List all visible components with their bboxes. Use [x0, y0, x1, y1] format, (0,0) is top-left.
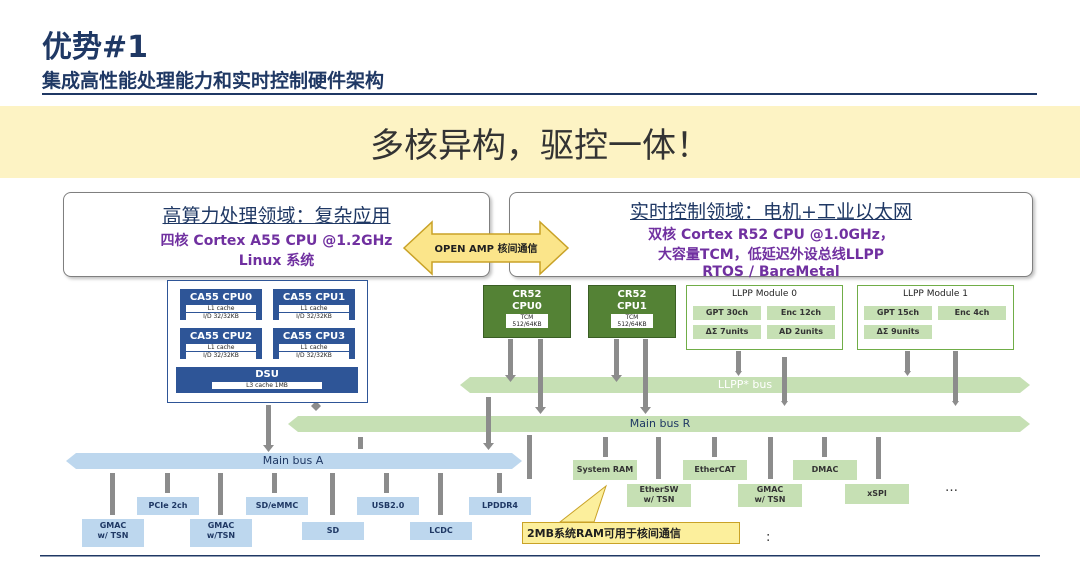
main-bus-a-shape	[66, 453, 522, 469]
hp-domain-heading: 高算力处理领域：复杂应用	[162, 205, 391, 227]
rt-domain-cpu: 双核 Cortex R52 CPU @1.0GHz，	[648, 227, 894, 243]
periph-gmac-a0: GMAC w/ TSN	[82, 519, 144, 547]
a55-cpu0: CA55 CPU0 L1 cache I/D 32/32KB	[180, 289, 262, 320]
a55-cpu2: CA55 CPU2 L1 cache I/D 32/32KB	[180, 328, 262, 359]
rt-domain-os: RTOS / BareMetal	[702, 264, 840, 280]
more-peripherals-ellipsis: …	[945, 480, 958, 495]
rt-domain-box: 实时控制领域：电机+工业以太网 双核 Cortex R52 CPU @1.0GH…	[509, 192, 1033, 280]
a55-cluster: CA55 CPU0 L1 cache I/D 32/32KB CA55 CPU1…	[167, 280, 368, 403]
a55-cpu3: CA55 CPU3 L1 cache I/D 32/32KB	[273, 328, 355, 359]
periph-usb2: USB2.0	[357, 497, 419, 515]
callout-pointer	[558, 484, 607, 523]
slogan-band	[0, 106, 1080, 178]
amp-arrow	[402, 220, 570, 276]
main-bus-r-shape	[288, 416, 1030, 432]
llpp-bus-label: LLPP* bus	[717, 378, 773, 391]
periph-sd-emmc: SD/eMMC	[246, 497, 308, 515]
title-underline	[42, 93, 1037, 95]
system-ram-callout: 2MB系统RAM可用于核间通信	[522, 522, 740, 544]
periph-xspi: xSPI	[845, 484, 909, 504]
periph-dmac: DMAC	[793, 460, 857, 480]
periph-sd: SD	[302, 522, 364, 540]
rt-domain-heading: 实时控制领域：电机+工业以太网	[630, 201, 912, 223]
periph-gmac-r: GMAC w/ TSN	[738, 484, 802, 507]
llpp-module-0: LLPP Module 0 GPT 30ch Enc 12ch ΔΣ 7unit…	[686, 285, 843, 350]
amp-arrow-label: OPEN AMP 核间通信	[434, 244, 538, 255]
periph-gmac-a1: GMAC w/TSN	[190, 519, 252, 547]
slogan: 多核异构，驱控一体！	[370, 126, 710, 166]
page-title: 优势#1	[42, 30, 149, 65]
periph-lpddr4: LPDDR4	[469, 497, 531, 515]
periph-ethercat: EtherCAT	[683, 460, 747, 480]
llpp-module-1: LLPP Module 1 GPT 15ch Enc 4ch ΔΣ 9units	[857, 285, 1014, 350]
r52-cpu1: CR52 CPU1 TCM 512/64KB	[588, 285, 676, 338]
llpp-bus-shape	[460, 377, 1030, 393]
a55-cpu1: CA55 CPU1 L1 cache I/D 32/32KB	[273, 289, 355, 320]
r52-cpu0: CR52 CPU0 TCM 512/64KB	[483, 285, 571, 338]
hp-domain-os: Linux 系统	[238, 253, 315, 269]
more-peripherals-colon: :	[766, 530, 771, 545]
periph-pcie: PCIe 2ch	[137, 497, 199, 515]
periph-ethersw: EtherSW w/ TSN	[627, 484, 691, 507]
periph-system-ram: System RAM	[573, 460, 637, 480]
periph-lcdc: LCDC	[410, 522, 472, 540]
page-subtitle: 集成高性能处理能力和实时控制硬件架构	[42, 70, 385, 92]
rt-domain-tcm: 大容量TCM，低延迟外设总线LLPP	[657, 247, 885, 263]
main-bus-a-label: Main bus A	[262, 454, 324, 467]
hp-domain-cpu: 四核 Cortex A55 CPU @1.2GHz	[160, 233, 393, 249]
main-bus-r-label: Main bus R	[629, 417, 691, 430]
dsu-block: DSU L3 cache 1MB	[176, 367, 358, 393]
